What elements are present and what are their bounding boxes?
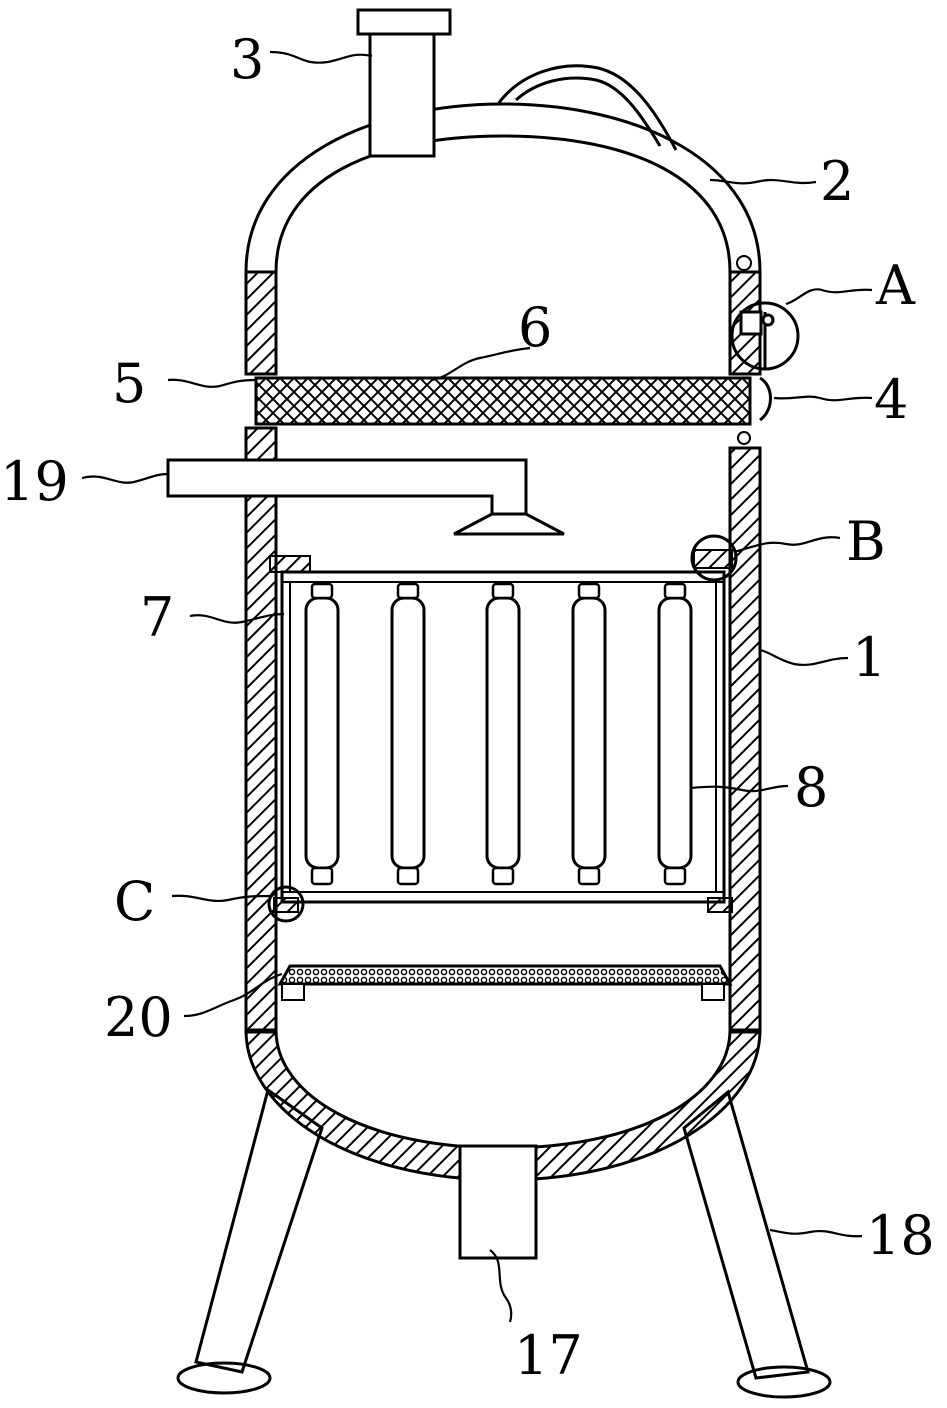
filter-cartridge	[390, 582, 426, 886]
label-6: 6	[518, 296, 552, 359]
label-1: 1	[852, 626, 886, 689]
inlet-pipe	[356, 8, 452, 158]
filter-basket	[267, 534, 738, 923]
label-2: 2	[820, 150, 854, 213]
filter-cartridges	[304, 582, 693, 886]
filter-cartridge	[485, 582, 521, 886]
label-4: 4	[874, 368, 908, 431]
label-17: 17	[514, 1324, 583, 1387]
label-8: 8	[794, 756, 828, 819]
label-a: A	[875, 254, 916, 317]
label-3: 3	[230, 28, 264, 91]
filter-cartridge	[657, 582, 693, 886]
upper-filter-layer	[254, 376, 752, 426]
filter-cartridge	[571, 582, 607, 886]
label-b: B	[846, 510, 886, 573]
outlet-pipe	[458, 1144, 538, 1260]
lock-detail-a	[730, 255, 800, 445]
spray-pipe	[166, 458, 565, 536]
callout-labels: 3 2 A 6 5 4 19 B 7 1 8 C 20 18 17	[0, 28, 935, 1387]
label-18: 18	[866, 1204, 935, 1267]
label-7: 7	[140, 586, 174, 649]
leader-lines	[81, 50, 873, 1323]
filter-cartridge	[304, 582, 340, 886]
top-cover	[244, 64, 762, 274]
label-19: 19	[0, 450, 69, 513]
lower-filter-plate	[277, 964, 733, 1001]
label-5: 5	[112, 352, 146, 415]
label-20: 20	[104, 986, 173, 1049]
label-c: C	[114, 870, 155, 933]
